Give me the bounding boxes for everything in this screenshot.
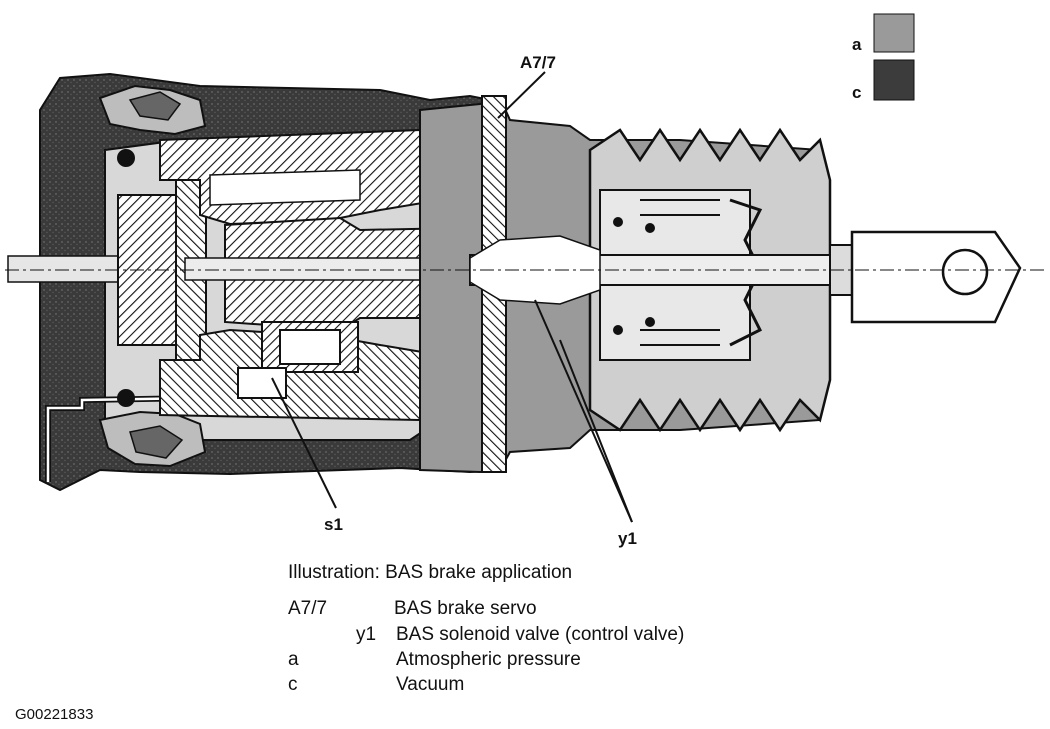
callout-y1: y1 (618, 529, 637, 548)
key-code-c: c (288, 674, 298, 695)
key-code-y1: y1 (356, 624, 377, 645)
lower-housing-section (159, 328, 441, 422)
legend-swatches: a c (852, 13, 915, 102)
lower-seal (98, 410, 207, 468)
bas-brake-servo-cutaway: A7/7 s1 y1 a c (5, 13, 1045, 548)
figure-id: G00221833 (15, 706, 94, 723)
key-desc-y1: BAS solenoid valve (control valve) (396, 624, 685, 645)
legend-label-c: c (852, 83, 861, 102)
valve-spring (613, 199, 720, 346)
push-rod-left (7, 255, 119, 283)
y1-leader-b (559, 339, 633, 523)
rod-clevis (829, 230, 1022, 324)
callout-a7-7: A7/7 (520, 53, 556, 72)
y1-leader-a (534, 299, 633, 523)
upper-housing-section-inner (209, 169, 361, 206)
figure-caption: Illustration: BAS brake application (288, 562, 573, 583)
callout-s1: s1 (324, 515, 343, 534)
key-desc-a: Atmospheric pressure (396, 649, 581, 670)
legend-label-a: a (852, 35, 862, 54)
legend-swatch-vacuum (873, 59, 915, 101)
s1-leader (271, 377, 337, 509)
upper-seal (98, 84, 207, 136)
key-code-a7-7: A7/7 (288, 598, 328, 619)
legend-swatch-atmospheric (873, 13, 915, 53)
key-desc-c: Vacuum (396, 674, 465, 695)
o-ring-lower (117, 389, 135, 407)
a7-7-leader (497, 71, 546, 119)
key-code-a: a (288, 649, 299, 670)
key-desc-a7-7: BAS brake servo (394, 598, 537, 619)
o-ring-upper (117, 149, 135, 167)
s1-switch (237, 321, 359, 399)
